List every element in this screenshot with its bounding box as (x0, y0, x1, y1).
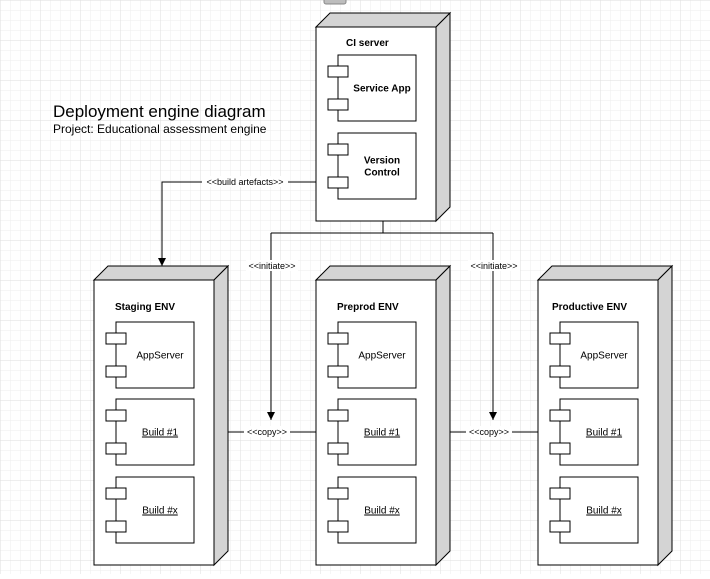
component-label: Version (364, 156, 400, 167)
prod-node-top (536, 265, 674, 281)
initiate-left-label: <<initiate>> (248, 261, 295, 271)
component-tab-bottom (105, 365, 127, 378)
staging-component-3[interactable]: Build #x (105, 476, 195, 544)
component-tab-top (327, 487, 349, 500)
preprod-node-side (435, 264, 451, 567)
component-label: Build #1 (364, 428, 401, 439)
component-tab-top (105, 487, 127, 500)
preprod-component-2[interactable]: Build #1 (327, 398, 417, 466)
component-tab-bottom (327, 520, 349, 533)
component-label: AppServer (136, 351, 184, 362)
ci-node-side (435, 11, 451, 223)
component-label: Build #1 (142, 428, 179, 439)
staging-node-title: Staging ENV (115, 302, 175, 313)
component-box (559, 398, 639, 466)
staging-component-2[interactable]: Build #1 (105, 398, 195, 466)
build-artefacts-label: <<build artefacts>> (206, 177, 283, 187)
component-box (115, 476, 195, 544)
component-label: AppServer (580, 351, 628, 362)
component-tab-bottom (105, 442, 127, 455)
prod-node-side (657, 264, 673, 567)
component-label: AppServer (358, 351, 406, 362)
component-box (337, 132, 417, 200)
staging-node-top (92, 265, 230, 281)
component-box (115, 321, 195, 389)
ci-component-1[interactable]: Service App (327, 54, 417, 122)
component-label: Control (364, 168, 400, 179)
component-label: Service App (353, 84, 410, 95)
preprod-node-title: Preprod ENV (337, 302, 399, 313)
component-tab-top (105, 332, 127, 345)
component-box (337, 54, 417, 122)
diagram-title: Deployment engine diagram (53, 102, 266, 121)
component-tab-bottom (327, 176, 349, 189)
component-label: Build #x (364, 506, 400, 517)
component-tab-bottom (549, 442, 571, 455)
component-tab-top (327, 143, 349, 156)
ci-node-title: CI server (346, 38, 389, 49)
component-tab-top (327, 332, 349, 345)
component-box (559, 321, 639, 389)
component-tab-top (549, 332, 571, 345)
staging-node-side (213, 264, 229, 567)
page-icon (323, 0, 347, 5)
initiate-right-label: <<initiate>> (470, 261, 517, 271)
component-tab-top (327, 65, 349, 78)
component-label: Build #x (142, 506, 178, 517)
component-tab-top (105, 409, 127, 422)
component-tab-bottom (549, 365, 571, 378)
preprod-component-3[interactable]: Build #x (327, 476, 417, 544)
prod-node-title: Productive ENV (552, 302, 627, 313)
prod-component-2[interactable]: Build #1 (549, 398, 639, 466)
prod-component-3[interactable]: Build #x (549, 476, 639, 544)
component-tab-top (549, 487, 571, 500)
copy-right-label: <<copy>> (469, 427, 509, 437)
component-tab-top (327, 409, 349, 422)
component-box (559, 476, 639, 544)
component-box (115, 398, 195, 466)
component-label: Build #1 (586, 428, 623, 439)
component-box (337, 476, 417, 544)
prod-component-1[interactable]: AppServer (549, 321, 639, 389)
component-box (337, 398, 417, 466)
component-tab-bottom (327, 442, 349, 455)
component-tab-bottom (105, 520, 127, 533)
component-box (337, 321, 417, 389)
copy-left-label: <<copy>> (247, 427, 287, 437)
preprod-node-top (314, 265, 452, 281)
component-tab-bottom (327, 98, 349, 111)
staging-component-1[interactable]: AppServer (105, 321, 195, 389)
component-label: Build #x (586, 506, 622, 517)
ci-node-top (314, 12, 452, 28)
preprod-component-1[interactable]: AppServer (327, 321, 417, 389)
component-tab-bottom (549, 520, 571, 533)
diagram-subtitle: Project: Educational assessment engine (53, 122, 267, 136)
component-tab-top (549, 409, 571, 422)
component-tab-bottom (327, 365, 349, 378)
